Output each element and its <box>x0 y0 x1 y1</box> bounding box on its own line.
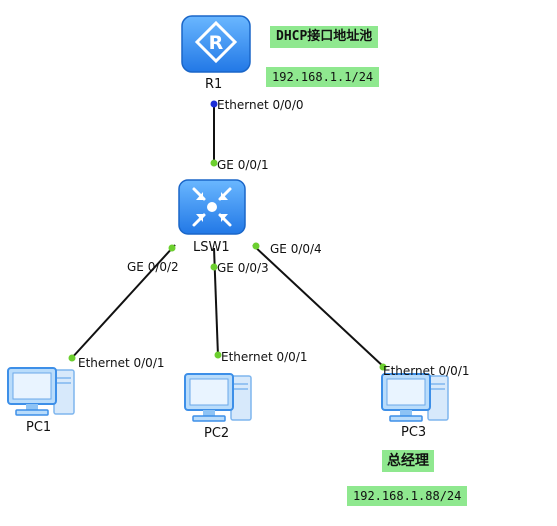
port-dot-sw-ge1 <box>210 159 218 167</box>
port-label-pc1-eth: Ethernet 0/0/1 <box>78 356 165 370</box>
router-r1[interactable]: R <box>180 14 252 74</box>
switch-lsw1[interactable] <box>177 178 247 236</box>
pc-icon <box>184 373 252 422</box>
pc-pc2[interactable] <box>183 372 255 424</box>
link-lsw1-pc3[interactable] <box>252 244 386 369</box>
link-lsw1-pc1[interactable] <box>69 244 176 361</box>
pc-icon <box>7 367 75 416</box>
port-dot-pc2-eth <box>214 351 222 359</box>
pc-pc3[interactable] <box>380 372 452 424</box>
port-dot-pc1-eth <box>68 354 76 362</box>
dhcp-pool-ip-note: 192.168.1.1/24 <box>266 67 380 87</box>
port-label-sw-ge1: GE 0/0/1 <box>217 158 269 172</box>
pc3-name: PC3 <box>401 425 427 440</box>
port-dot-sw-ge3 <box>210 263 218 271</box>
pc-icon <box>381 373 449 422</box>
port-label-r1-eth: Ethernet 0/0/0 <box>217 98 304 112</box>
port-label-pc2-eth: Ethernet 0/0/1 <box>221 350 308 364</box>
port-dot-r1-eth <box>210 100 218 108</box>
pc1-name: PC1 <box>26 420 52 435</box>
port-label-sw-ge4: GE 0/0/4 <box>270 242 322 256</box>
port-label-pc3-eth: Ethernet 0/0/1 <box>383 364 470 378</box>
switch-name: LSW1 <box>193 240 230 255</box>
pc2-name: PC2 <box>204 426 230 441</box>
port-dot-pc3-eth <box>379 363 387 371</box>
pc-pc1[interactable] <box>6 366 78 418</box>
manager-ip-note: 192.168.1.88/24 <box>347 486 468 506</box>
dhcp-pool-title-note: DHCP接口地址池 <box>270 26 379 48</box>
port-dot-sw-ge4 <box>252 242 260 250</box>
manager-title-note: 总经理 <box>382 450 434 472</box>
port-dot-sw-ge2 <box>168 244 176 252</box>
port-label-sw-ge3: GE 0/0/3 <box>217 261 269 275</box>
router-name: R1 <box>205 77 223 92</box>
router-icon: R <box>181 15 251 73</box>
switch-icon <box>178 179 246 235</box>
port-label-sw-ge2: GE 0/0/2 <box>127 260 179 274</box>
svg-text:R: R <box>209 32 224 54</box>
